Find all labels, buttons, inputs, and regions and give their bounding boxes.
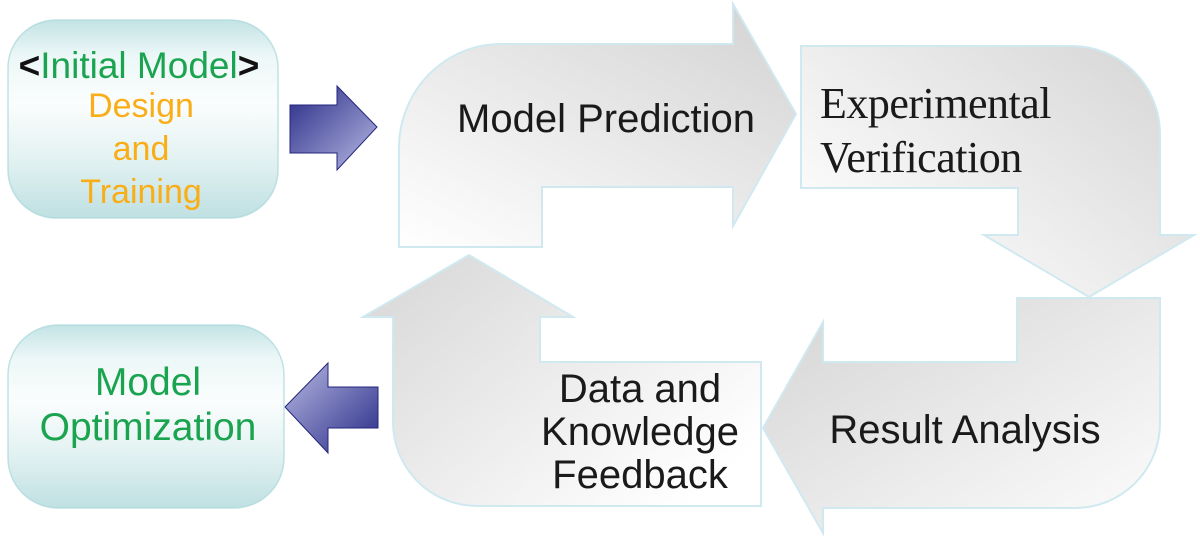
cycle-arrow-model-prediction: [398, 0, 798, 248]
initial-model-subtitle-line-2: and: [113, 130, 170, 168]
model-optimization-box: [7, 324, 285, 509]
cycle-arrow-data-knowledge-feedback: [359, 253, 762, 507]
left-bracket-glyph: <: [19, 45, 41, 86]
initial-model-title: <Initial Model>: [19, 45, 260, 86]
model-optimization-label-line-2: Optimization: [40, 406, 257, 449]
cycle-arrow-experimental-verification: [800, 45, 1198, 299]
result-analysis-label: Result Analysis: [829, 408, 1100, 452]
model-optimization-label-line-1: Model: [95, 361, 201, 404]
initial-model-subtitle-line-1: Design: [88, 87, 194, 125]
data-knowledge-feedback-label-line-1: Data and: [559, 367, 721, 411]
cycle-arrow-result-analysis: [761, 297, 1161, 537]
data-knowledge-feedback-label-line-2: Knowledge: [541, 410, 739, 454]
experimental-verification-label-line-1: Experimental: [820, 79, 1051, 128]
initial-model-subtitle-line-3: Training: [80, 173, 202, 211]
model-prediction-label: Model Prediction: [457, 97, 755, 141]
flow-arrow-right-icon: [289, 84, 378, 172]
initial-model-title-text: Initial Model: [40, 45, 237, 86]
flow-arrow-left-icon: [284, 361, 379, 455]
experimental-verification-label-line-2: Verification: [820, 133, 1022, 182]
initial-model-box: [7, 19, 279, 219]
right-bracket-glyph: >: [238, 45, 260, 86]
data-knowledge-feedback-label-line-3: Feedback: [552, 453, 729, 497]
